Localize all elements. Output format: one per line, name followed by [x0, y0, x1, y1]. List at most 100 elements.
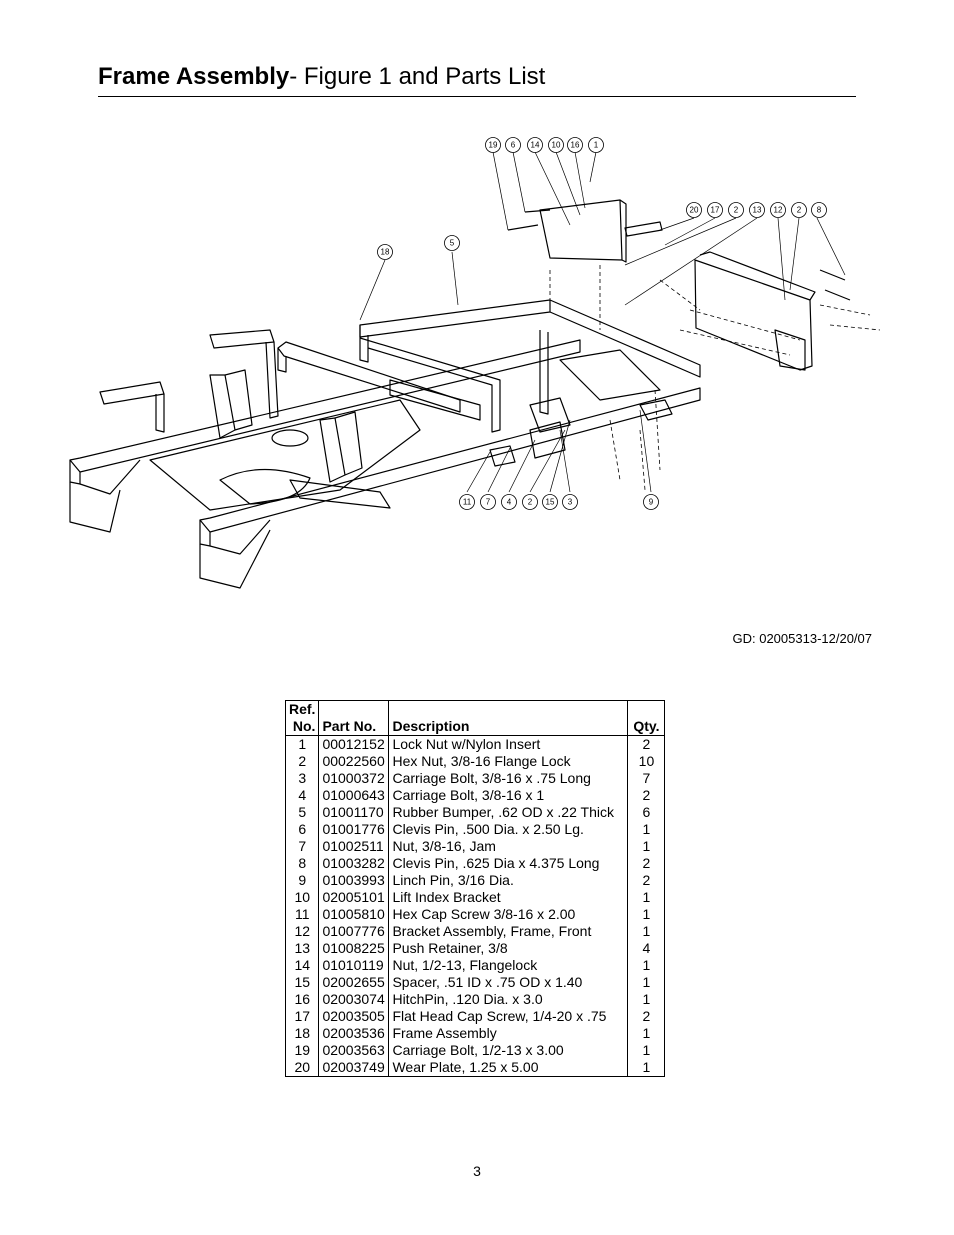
callout-3: 3: [568, 498, 573, 507]
cell-ref: 9: [284, 872, 320, 889]
cell-description: Nut, 1/2-13, Flangelock: [388, 957, 629, 974]
cell-part-no: 01000372: [318, 770, 390, 787]
cell-qty: 6: [627, 804, 666, 821]
cell-ref: 20: [284, 1059, 320, 1077]
title-rule: [98, 96, 856, 97]
callout-20: 20: [690, 206, 699, 215]
cell-qty: 1: [627, 906, 666, 923]
callout-2a: 2: [734, 206, 739, 215]
cell-qty: 1: [627, 821, 666, 838]
cell-description: Clevis Pin, .625 Dia x 4.375 Long: [388, 855, 629, 872]
drawing-code: GD: 02005313-12/20/07: [732, 631, 873, 646]
cell-part-no: 01010119: [318, 957, 390, 974]
cell-description: Rubber Bumper, .62 OD x .22 Thick: [388, 804, 629, 821]
cell-ref: 1: [284, 735, 320, 753]
page-title-rest: - Figure 1 and Parts List: [289, 63, 546, 90]
cell-description: HitchPin, .120 Dia. x 3.0: [388, 991, 629, 1008]
cell-ref: 18: [284, 1025, 320, 1042]
cell-part-no: 02003563: [318, 1042, 390, 1059]
cell-qty: 7: [627, 770, 666, 787]
callout-2b: 2: [797, 206, 802, 215]
header-ref-line2: No.: [292, 718, 316, 734]
header-description: Description: [388, 700, 629, 736]
cell-description: Linch Pin, 3/16 Dia.: [388, 872, 629, 889]
callout-1: 1: [594, 141, 599, 150]
cell-ref: 17: [284, 1008, 320, 1025]
callout-12: 12: [774, 206, 783, 215]
cell-ref: 5: [284, 804, 320, 821]
cell-qty: 1: [627, 957, 666, 974]
cell-ref: 10: [284, 889, 320, 906]
table-header-row: Ref.No. Part No. Description Qty.: [284, 700, 666, 736]
frame-drawing: [69, 199, 851, 589]
callouts-right: 20 17 2 13 12 2 8: [686, 202, 827, 218]
cell-description: Carriage Bolt, 1/2-13 x 3.00: [388, 1042, 629, 1059]
cell-description: Frame Assembly: [388, 1025, 629, 1042]
cell-ref: 13: [284, 940, 320, 957]
cell-qty: 1: [627, 974, 666, 991]
cell-qty: 2: [627, 855, 666, 872]
cell-description: Carriage Bolt, 3/8-16 x .75 Long: [388, 770, 629, 787]
cell-description: Push Retainer, 3/8: [388, 940, 629, 957]
cell-description: Nut, 3/8-16, Jam: [388, 838, 629, 855]
cell-description: Spacer, .51 ID x .75 OD x 1.40: [388, 974, 629, 991]
cell-description: Lift Index Bracket: [388, 889, 629, 906]
cell-description: Carriage Bolt, 3/8-16 x 1: [388, 787, 629, 804]
cell-ref: 4: [284, 787, 320, 804]
cell-qty: 1: [627, 1042, 666, 1059]
cell-ref: 3: [284, 770, 320, 787]
header-ref-no: Ref.No.: [284, 700, 320, 736]
cell-description: Wear Plate, 1.25 x 5.00: [388, 1059, 629, 1077]
cell-description: Hex Cap Screw 3/8-16 x 2.00: [388, 906, 629, 923]
callout-9: 9: [649, 498, 654, 507]
cell-qty: 2: [627, 787, 666, 804]
callouts-left: 18 5: [377, 235, 460, 260]
callout-13: 13: [753, 206, 762, 215]
callout-8: 8: [817, 206, 822, 215]
page-title-bold: Frame Assembly: [98, 63, 290, 90]
page-number: 3: [473, 1163, 481, 1179]
cell-part-no: 01007776: [318, 923, 390, 940]
cell-part-no: 01005810: [318, 906, 390, 923]
page-title: Frame Assembly- Figure 1 and Parts List: [98, 62, 545, 92]
cell-ref: 7: [284, 838, 320, 855]
callouts-bottom: 11 7 4 2 15 3 9: [459, 494, 659, 510]
callouts-top: 19 6 14 10 16 1: [485, 137, 604, 153]
cell-description: Clevis Pin, .500 Dia. x 2.50 Lg.: [388, 821, 629, 838]
cell-qty: 1: [627, 923, 666, 940]
cell-part-no: 00022560: [318, 753, 390, 770]
cell-part-no: 01002511: [318, 838, 390, 855]
callout-5: 5: [450, 239, 455, 248]
cell-part-no: 01000643: [318, 787, 390, 804]
cell-qty: 10: [627, 753, 666, 770]
cell-qty: 4: [627, 940, 666, 957]
cell-ref: 2: [284, 753, 320, 770]
cell-ref: 19: [284, 1042, 320, 1059]
cell-ref: 12: [284, 923, 320, 940]
cell-part-no: 01001170: [318, 804, 390, 821]
cell-ref: 11: [284, 906, 320, 923]
frame-assembly-diagram: 19 6 14 10 16 1 20 17 2 13 12 2 8 18 5 1…: [69, 137, 881, 589]
cell-part-no: 01003282: [318, 855, 390, 872]
callout-11: 11: [463, 498, 472, 507]
cell-part-no: 01003993: [318, 872, 390, 889]
callout-18: 18: [381, 248, 390, 257]
cell-part-no: 01008225: [318, 940, 390, 957]
header-ref-line1: Ref.: [289, 701, 316, 717]
cell-ref: 8: [284, 855, 320, 872]
